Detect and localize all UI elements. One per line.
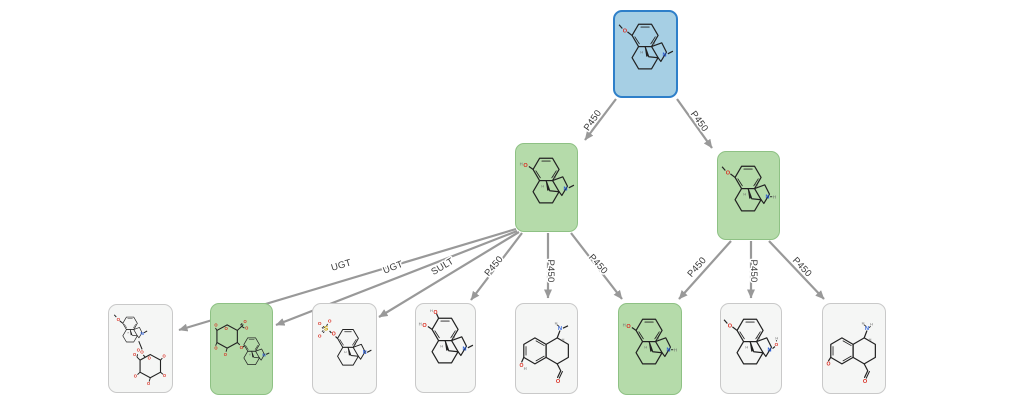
enzyme-label: P450 [688, 109, 710, 134]
metabolism-arrow [470, 232, 523, 301]
compound-node-mid-right[interactable] [717, 151, 780, 240]
metabolism-arrow [584, 98, 617, 141]
compound-node-parent[interactable] [613, 10, 678, 98]
molecule-drawing [519, 158, 573, 203]
compound-node-bottom-7[interactable] [720, 303, 782, 394]
molecule-drawing [214, 319, 269, 364]
enzyme-label: P450 [748, 260, 759, 283]
compound-node-bottom-6[interactable] [618, 303, 682, 395]
molecule-structure [214, 310, 270, 388]
molecule-structure [618, 15, 674, 93]
compound-node-mid-left[interactable] [515, 143, 578, 232]
molecule-structure [622, 310, 678, 388]
molecule-structure [113, 310, 169, 388]
molecule-drawing [724, 319, 779, 364]
compound-node-bottom-3[interactable] [312, 303, 377, 394]
molecule-drawing [623, 319, 678, 364]
molecule-structure [723, 310, 779, 388]
molecule-structure [317, 310, 373, 388]
molecule-drawing [114, 314, 166, 385]
molecule-structure [519, 149, 575, 227]
compound-node-bottom-2[interactable] [210, 303, 273, 395]
compound-node-bottom-8[interactable] [822, 303, 886, 394]
metabolism-arrow [768, 240, 825, 300]
metabolism-arrow [570, 232, 623, 300]
compound-node-bottom-1[interactable] [108, 304, 173, 393]
molecule-structure [721, 157, 777, 235]
molecule-drawing [827, 320, 876, 385]
molecule-structure [519, 310, 575, 388]
molecule-drawing [317, 318, 370, 365]
molecule-drawing [619, 24, 673, 69]
molecule-structure [418, 309, 474, 387]
metabolism-arrow [678, 240, 732, 300]
molecule-drawing [519, 320, 568, 385]
metabolism-arrow [378, 231, 520, 318]
enzyme-label: P450 [545, 260, 556, 283]
enzyme-label: P450 [586, 252, 610, 276]
enzyme-label: UGT [330, 257, 353, 273]
molecule-drawing [418, 309, 472, 363]
enzyme-label: P450 [685, 255, 708, 280]
molecule-structure [826, 310, 882, 388]
enzyme-label: UGT [381, 259, 404, 277]
compound-node-bottom-5[interactable] [515, 303, 578, 394]
compound-node-bottom-4[interactable] [415, 303, 476, 393]
metabolism-arrow [676, 98, 713, 149]
molecule-drawing [722, 166, 776, 211]
